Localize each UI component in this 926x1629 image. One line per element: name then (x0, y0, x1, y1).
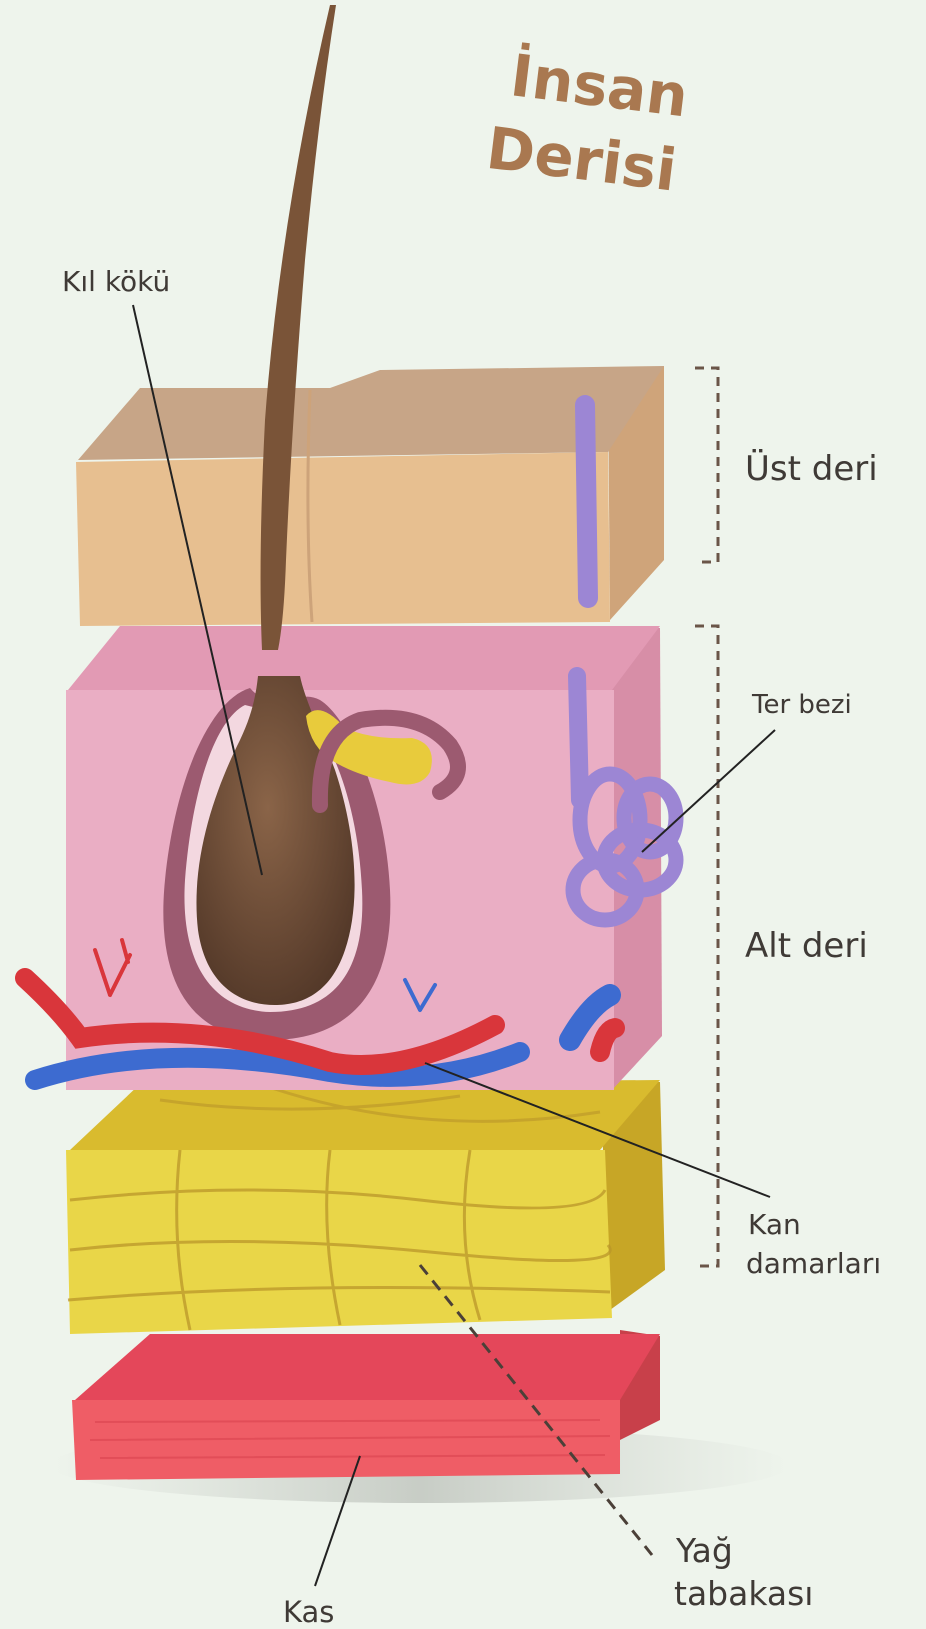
muscle-block (72, 1330, 660, 1480)
fat-layer-block (66, 1080, 665, 1334)
sweat-duct-lower (577, 676, 580, 800)
label-epidermis: Üst deri (745, 448, 878, 489)
label-fat-layer-1: Yağ (675, 1531, 733, 1570)
label-blood-vessels-2: damarları (746, 1247, 881, 1280)
label-dermis: Alt deri (745, 926, 868, 966)
label-hair-root: Kıl kökü (62, 265, 170, 298)
label-blood-vessels-1: Kan (748, 1208, 801, 1241)
label-fat-layer-2: tabakası (674, 1574, 813, 1613)
label-muscle: Kas (283, 1595, 334, 1629)
label-sweat-gland: Ter bezi (751, 690, 852, 720)
sweat-duct-upper (585, 405, 588, 598)
